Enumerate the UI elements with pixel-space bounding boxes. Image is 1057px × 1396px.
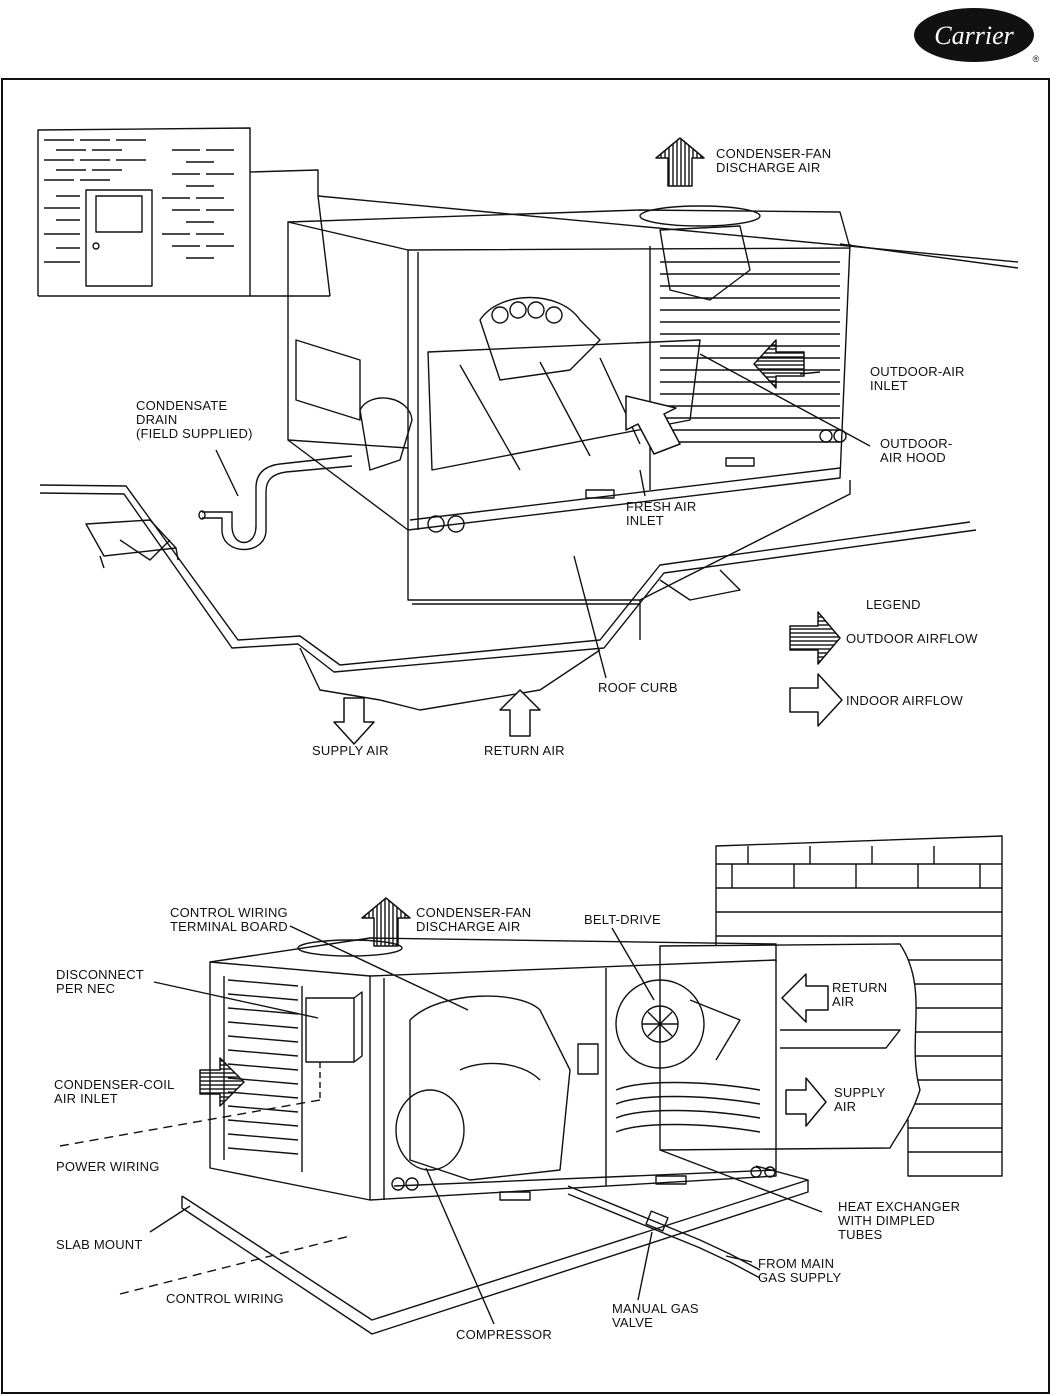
label-condenser-coil-air-inlet: CONDENSER-COIL AIR INLET — [54, 1077, 175, 1106]
legend-indoor-airflow: INDOOR AIRFLOW — [846, 693, 963, 708]
gas-valve-leader — [637, 1231, 653, 1301]
legend-indoor-arrow — [789, 673, 843, 727]
slab-unit — [209, 937, 777, 1201]
top-discharge-arrow — [655, 137, 705, 187]
legend-outdoor-arrow — [789, 611, 841, 665]
compressor-leader — [425, 1167, 495, 1325]
label-heat-exchanger: HEAT EXCHANGER WITH DIMPLED TUBES — [838, 1199, 961, 1242]
label-supply-air-bottom: SUPPLY AIR — [834, 1085, 886, 1114]
label-return-air-top: RETURN AIR — [484, 743, 565, 758]
figure-frame — [1, 78, 1050, 1394]
bottom-return-arrow — [781, 973, 829, 1023]
supply-air-arrow — [333, 697, 375, 745]
building-wall-bottom — [659, 835, 1003, 1177]
label-outdoor-air-hood: OUTDOOR- AIR HOOD — [880, 436, 953, 465]
bottom-supply-arrow — [785, 1077, 827, 1127]
building-wall-top — [37, 127, 330, 297]
label-fresh-air-inlet: FRESH AIR INLET — [626, 499, 697, 528]
drain-leader — [215, 449, 239, 497]
label-power-wiring: POWER WIRING — [56, 1159, 160, 1174]
hood-leader — [699, 353, 871, 447]
curb-leader — [573, 555, 607, 679]
terminal-board-leader — [289, 925, 469, 1011]
coil-inlet-arrow — [199, 1057, 245, 1107]
legend-outdoor-airflow: OUTDOOR AIRFLOW — [846, 631, 978, 646]
label-condenser-fan-discharge-top: CONDENSER-FAN DISCHARGE AIR — [716, 146, 832, 175]
disconnect-leader — [153, 981, 319, 1019]
carrier-logo: Carrier ® — [912, 4, 1042, 66]
logo-text: Carrier — [934, 21, 1014, 50]
label-roof-curb: ROOF CURB — [598, 680, 678, 695]
label-outdoor-air-inlet: OUTDOOR-AIR INLET — [870, 364, 965, 393]
slab-mount — [181, 1165, 809, 1335]
label-control-wiring: CONTROL WIRING — [166, 1291, 284, 1306]
label-condenser-fan-discharge-bottom: CONDENSER-FAN DISCHARGE AIR — [416, 905, 532, 934]
bottom-discharge-arrow — [361, 897, 411, 947]
return-air-arrow — [499, 689, 541, 737]
label-control-wiring-terminal-board: CONTROL WIRING TERMINAL BOARD — [170, 905, 288, 934]
rooftop-unit — [287, 205, 851, 533]
label-disconnect-per-nec: DISCONNECT PER NEC — [56, 967, 144, 996]
label-belt-drive: BELT-DRIVE — [584, 912, 661, 927]
label-manual-gas-valve: MANUAL GAS VALVE — [612, 1301, 699, 1330]
label-return-air-bottom: RETURN AIR — [832, 980, 888, 1009]
condensate-drain-pipe — [198, 455, 353, 551]
label-supply-air-top: SUPPLY AIR — [312, 743, 389, 758]
control-wiring-line — [119, 1235, 351, 1295]
label-slab-mount: SLAB MOUNT — [56, 1237, 143, 1252]
roof-curb — [407, 480, 851, 640]
heat-exchanger-leader — [659, 1149, 823, 1213]
label-condensate-drain: CONDENSATE DRAIN (FIELD SUPPLIED) — [136, 398, 253, 441]
fresh-air-inlet-arrow — [625, 395, 681, 455]
label-from-main-gas-supply: FROM MAIN GAS SUPPLY — [758, 1256, 842, 1285]
fresh-air-leader — [639, 469, 646, 497]
slab-leader — [149, 1205, 191, 1233]
legend-title: LEGEND — [866, 597, 921, 612]
outdoor-air-inlet-arrow — [753, 339, 805, 389]
label-compressor: COMPRESSOR — [456, 1327, 552, 1342]
registered-mark: ® — [1033, 54, 1040, 64]
belt-drive-leader — [611, 927, 655, 1001]
gas-supply-leader — [725, 1255, 753, 1263]
gas-supply-pipe — [567, 1185, 761, 1279]
roof-deck — [39, 484, 977, 711]
